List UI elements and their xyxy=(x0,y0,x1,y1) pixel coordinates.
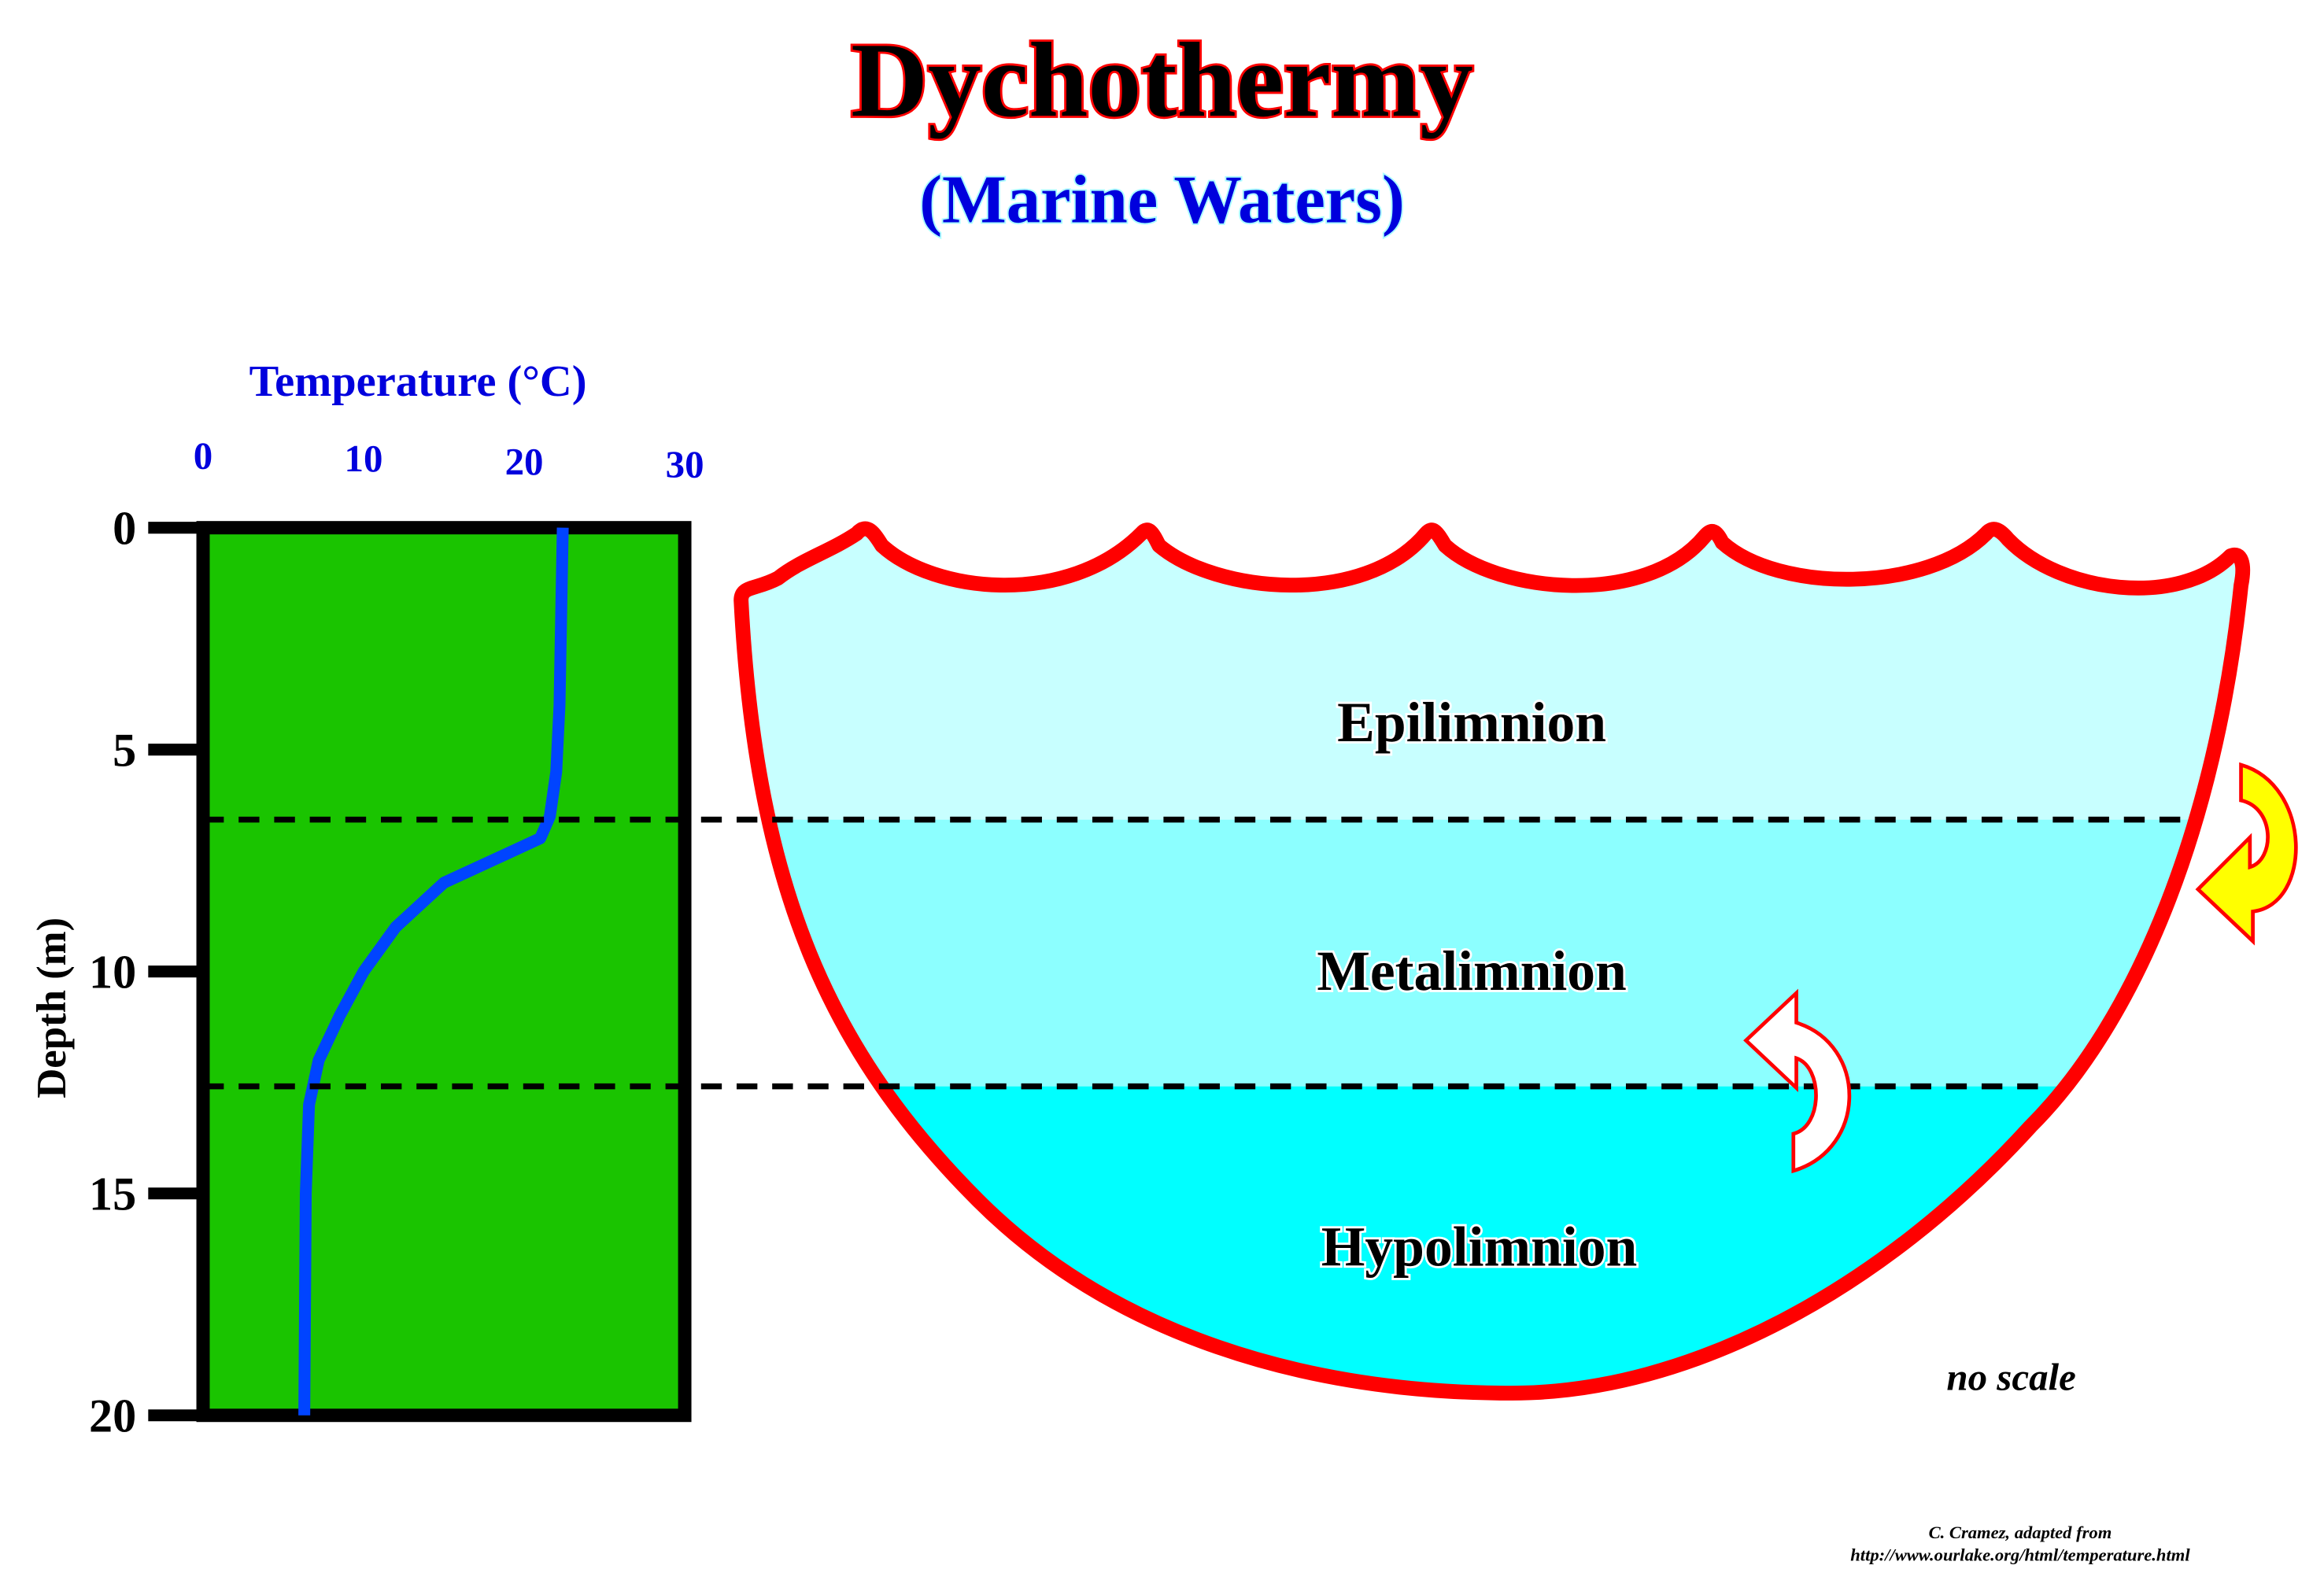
y-tick-label: 5 xyxy=(113,724,136,777)
temperature-curve xyxy=(298,527,569,1416)
y-tick-label: 15 xyxy=(89,1168,136,1220)
page-subtitle: (Marine Waters) xyxy=(919,162,1405,238)
y-tick-label: 0 xyxy=(113,502,136,555)
hypolimnion-label: Hypolimnion xyxy=(1321,1216,1638,1279)
page-title: Dychothermy xyxy=(851,21,1473,139)
y-tick-label: 20 xyxy=(89,1390,136,1442)
lake-outline xyxy=(733,521,2251,1401)
metalimnion-zone xyxy=(741,819,2243,1087)
x-tick-label: 0 xyxy=(194,434,212,477)
y-tick-label: 10 xyxy=(89,946,136,999)
mixing-arrow-icon xyxy=(1743,988,1852,1174)
credit-line-1: C. Cramez, adapted from xyxy=(1929,1523,2112,1542)
x-axis-label: Temperature (°C) xyxy=(249,357,587,406)
x-tick-label: 10 xyxy=(345,437,383,480)
y-axis-label: Depth (m) xyxy=(29,917,75,1098)
epilimnion-zone xyxy=(741,528,2243,820)
temperature-depth-chart: Temperature (°C) 0 10 20 30 Depth (m) 0 5 10 1… xyxy=(29,357,704,1442)
epilimnion-label: Epilimnion xyxy=(1337,692,1606,754)
no-scale-note: no scale xyxy=(1946,1356,2076,1399)
x-tick-label: 30 xyxy=(666,443,704,486)
credit-line-2: http://www.ourlake.org/html/temperature.… xyxy=(1850,1545,2190,1564)
metalimnion-label: Metalimnion xyxy=(1317,940,1626,1002)
plot-area xyxy=(196,521,692,1423)
x-tick-label: 20 xyxy=(505,440,544,483)
circulation-arrow-icon xyxy=(2195,762,2298,946)
